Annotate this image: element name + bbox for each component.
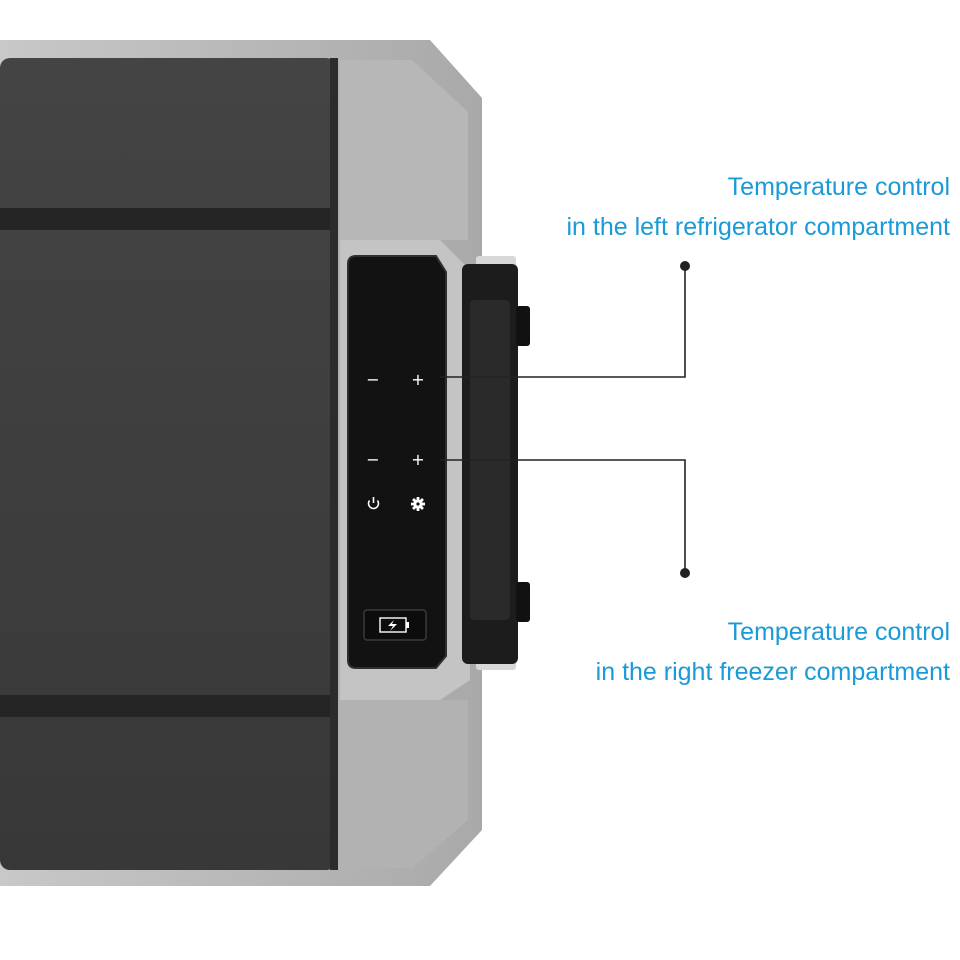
left-plus-button[interactable]: +	[411, 370, 424, 389]
callout-left-line2: in the left refrigerator compartment	[566, 213, 951, 241]
side-handle-clip-top	[516, 306, 530, 346]
callout-left-compartment: Temperature control in the left refriger…	[567, 167, 951, 247]
body-facet-top	[340, 60, 468, 240]
control-panel	[347, 255, 447, 669]
callout-right-line1: Temperature control	[727, 618, 950, 646]
fridge-lid	[0, 58, 336, 870]
left-minus-button[interactable]: −	[366, 370, 379, 389]
leader-dot-right	[680, 568, 690, 578]
callout-right-compartment: Temperature control in the right freezer…	[596, 612, 950, 692]
battery-icon[interactable]	[363, 609, 427, 641]
lid-edge	[330, 58, 338, 870]
lid-groove-top	[0, 208, 334, 230]
callout-right-line2: in the right freezer compartment	[595, 658, 950, 686]
power-icon[interactable]	[367, 497, 380, 510]
right-plus-button[interactable]: +	[411, 450, 424, 469]
body-facet-bottom	[340, 700, 468, 868]
callout-left-line1: Temperature control	[727, 173, 950, 201]
leader-dot-left	[680, 261, 690, 271]
lid-groove-bottom	[0, 695, 334, 717]
right-minus-button[interactable]: −	[366, 450, 379, 469]
leader-line-left	[440, 266, 686, 378]
side-handle-clip-bottom	[516, 582, 530, 622]
leader-line-right	[440, 459, 686, 573]
gear-icon[interactable]	[411, 497, 425, 511]
